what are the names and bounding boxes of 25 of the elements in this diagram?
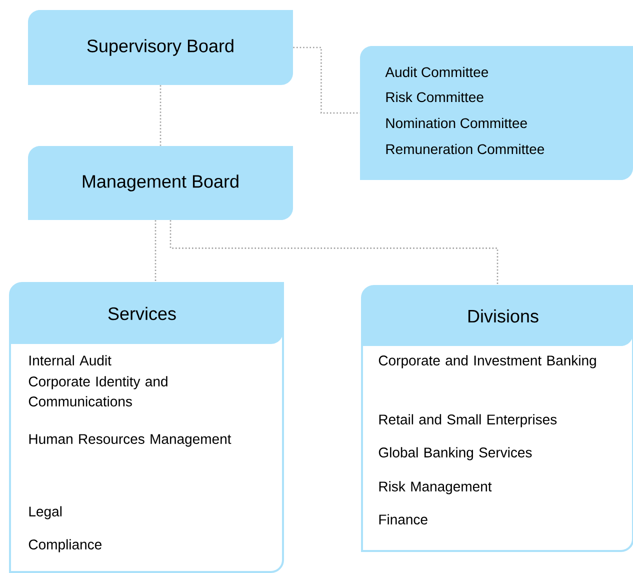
group-panel [9, 282, 284, 573]
list-item: Legal [29, 506, 62, 520]
list-item: Compliance [28, 539, 102, 552]
panel-heading: Divisions [468, 309, 538, 323]
list-item: Global Banking Services [378, 447, 532, 460]
list-item: Risk Management [379, 481, 492, 494]
board-box: Management Board [28, 146, 293, 220]
connector-line [160, 85, 162, 146]
committee-box [360, 46, 633, 180]
list-item: Human Resources Management [29, 434, 232, 447]
group-panel [361, 285, 633, 552]
list-item: Remuneration Committee [386, 144, 544, 154]
list-item: Corporate Identity and Communications [28, 376, 168, 406]
list-item: Corporate and Investment Banking [378, 355, 596, 368]
list-item: Retail and Small Enterprises [379, 414, 557, 428]
connector-line [170, 220, 498, 286]
list-item: Risk Committee [386, 92, 484, 102]
list-item: Finance [379, 514, 428, 524]
list-item: Internal Audit [30, 355, 112, 366]
connector-line [293, 46, 360, 114]
connector-line [154, 220, 156, 283]
list-item: Audit Committee [385, 66, 488, 78]
panel-heading: Services [108, 306, 176, 320]
board-box: Supervisory Board [28, 10, 293, 85]
list-item: Nomination Committee [386, 118, 527, 128]
